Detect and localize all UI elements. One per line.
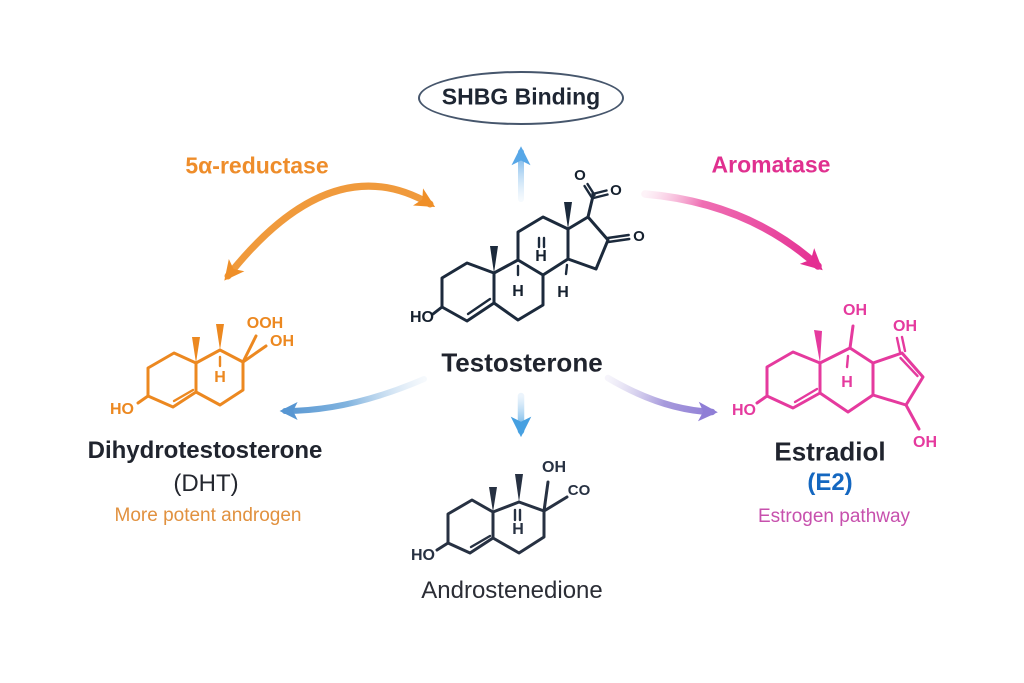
estradiol-name-label: Estradiol (774, 436, 886, 467)
arrow-testosterone-to-dht (279, 376, 427, 420)
atom-label: CO (568, 482, 591, 499)
dht-name-label: Dihydrotestosterone (87, 437, 323, 464)
atom-label: O (574, 167, 586, 184)
atom-label: HO (410, 309, 434, 326)
methyl-wedge (490, 246, 498, 273)
dht-note-label: More potent androgen (114, 505, 302, 526)
atom-label: OH (913, 434, 937, 451)
dht-structure: OOH OH HO H (110, 315, 294, 418)
estradiol-abbr-label: (E2) (807, 469, 853, 496)
atom-label: H (841, 374, 853, 391)
dht-abbr-label: (DHT) (173, 470, 239, 497)
arrow-reductase (224, 182, 436, 281)
shbg-binding-node (418, 71, 624, 125)
estradiol-structure: OH OH OH HO H (732, 302, 937, 451)
methyl-wedge (564, 202, 572, 229)
atom-label: H (535, 248, 547, 265)
atom-label: OH (270, 333, 294, 350)
methyl-wedge (515, 474, 523, 502)
arrow-testosterone-to-estradiol (604, 374, 718, 422)
atom-label: HO (110, 401, 134, 418)
testosterone-structure: HO H H H O O O (410, 167, 645, 326)
atom-label: OH (542, 459, 566, 476)
atom-label: H (512, 521, 524, 538)
atom-label: H (512, 283, 524, 300)
atom-label: H (557, 284, 569, 301)
estradiol-note-label: Estrogen pathway (757, 506, 911, 527)
atom-label: O (610, 182, 622, 199)
shbg-binding-label: SHBG Binding (441, 83, 601, 110)
atom-label: OH (843, 302, 867, 319)
aromatase-enzyme-label: Aromatase (711, 151, 831, 178)
atom-label: HO (411, 547, 435, 564)
arrow-aromatase (641, 190, 823, 271)
methyl-wedge (814, 330, 822, 363)
atom-label: OOH (247, 315, 283, 332)
androstenedione-label: Androstenedione (421, 577, 603, 604)
atom-label: OH (893, 318, 917, 335)
atom-label: O (633, 228, 645, 245)
androstenedione-structure: OH CO HO H (411, 459, 591, 564)
reductase-enzyme-label: 5α-reductase (185, 152, 329, 179)
testosterone-label: Testosterone (441, 347, 603, 378)
atom-label: H (214, 369, 226, 386)
atom-label: HO (732, 402, 756, 419)
methyl-wedge (489, 487, 497, 512)
methyl-wedge (216, 324, 224, 350)
methyl-wedge (192, 337, 200, 363)
